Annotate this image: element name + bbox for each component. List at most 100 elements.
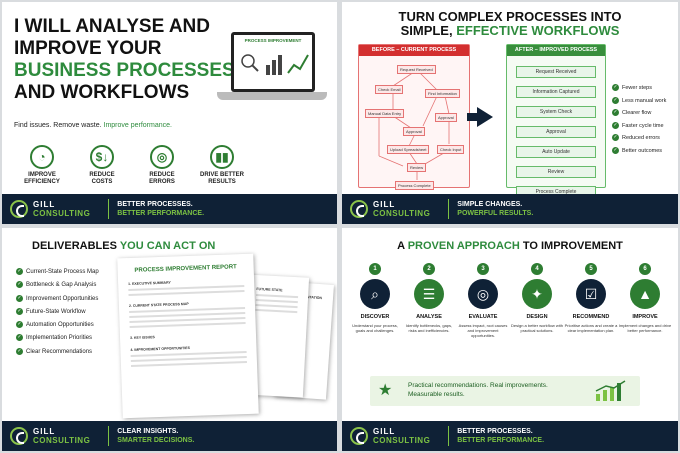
- approach-step: 3 ◎ EVALUATE Assess impact, root causes and…: [456, 263, 510, 338]
- step-title: RECOMMEND: [572, 314, 610, 320]
- step-number: 4: [531, 263, 543, 275]
- step-number: 6: [639, 263, 651, 275]
- approach-step: 1 ⌕ DISCOVER Understand your process, goals…: [348, 263, 402, 338]
- approach-step: 2 ☰ ANALYSE Identify bottlenecks, gaps, ris…: [402, 263, 456, 338]
- check-icon: ✓: [612, 96, 619, 104]
- step-number: 3: [477, 263, 489, 275]
- check-icon: ✓: [612, 109, 619, 117]
- approach-step: 4 ✦ DESIGN Design a better workflow with pr…: [510, 263, 564, 338]
- before-node: Manual Data Entry: [365, 109, 405, 118]
- step-title: EVALUATE: [468, 314, 498, 320]
- dollar-down-icon: $↓: [90, 145, 114, 169]
- hero-subtitle: Find issues. Remove waste. Improve perfo…: [14, 122, 172, 129]
- hero-panel: I WILL ANALYSE AND IMPROVE YOUR BUSINESS…: [2, 2, 337, 224]
- check-icon: ✓: [16, 307, 23, 315]
- report-document: PROCESS IMPROVEMENT REPORT 1. EXECUTIVE …: [117, 253, 259, 419]
- stopwatch-icon: ◔: [30, 145, 54, 169]
- growth-icon: ▲: [630, 279, 660, 309]
- step-number: 1: [369, 263, 381, 275]
- before-after-title: TURN COMPLEX PROCESSES INTO SIMPLE, EFFE…: [398, 9, 622, 38]
- before-node: Request Received: [397, 65, 436, 74]
- before-process-box: BEFORE – CURRENT PROCESS Request Receive…: [358, 44, 470, 190]
- step-title: DESIGN: [526, 314, 548, 320]
- check-icon: ✓: [612, 134, 619, 142]
- step-description: Design a better workflow with practical …: [510, 323, 564, 333]
- laptop-illustration: PROCESS IMPROVEMENT: [217, 32, 327, 122]
- approach-step: 6 ▲ IMPROVE Implement changes and drive bet…: [618, 263, 672, 338]
- check-icon: ✓: [612, 121, 619, 129]
- clipboard-icon: ☰: [414, 279, 444, 309]
- approach-step: 5 ☑ RECOMMEND Prioritise actions and create…: [564, 263, 618, 338]
- before-node: Find Information: [425, 89, 460, 98]
- check-icon: ✓: [16, 321, 23, 329]
- after-node: Approval: [516, 126, 596, 138]
- after-node: System Check: [516, 106, 596, 118]
- hero-headline: I WILL ANALYSE AND IMPROVE YOUR BUSINESS…: [14, 16, 235, 103]
- check-icon: ✓: [16, 281, 23, 289]
- before-node: Check Email: [375, 85, 404, 94]
- step-title: ANALYSE: [416, 314, 442, 320]
- before-node: Approval: [435, 113, 457, 122]
- check-icon: ✓: [612, 146, 619, 154]
- after-process-box: AFTER – IMPROVED PROCESS Request Receive…: [506, 44, 606, 198]
- bar-chart-icon: ▮▮: [210, 145, 234, 169]
- search-icon: ⌕: [360, 279, 390, 309]
- after-node: Review: [516, 166, 596, 178]
- step-number: 5: [585, 263, 597, 275]
- lightbulb-icon: ✦: [522, 279, 552, 309]
- approach-steps: 1 ⌕ DISCOVER Understand your process, goals…: [348, 263, 672, 338]
- target-icon: ◎: [150, 145, 174, 169]
- check-icon: ✓: [612, 84, 619, 92]
- gc-logo-icon: [350, 427, 368, 445]
- step-description: Understand your process, goals and chall…: [352, 323, 398, 333]
- gc-logo-icon: [350, 200, 368, 218]
- step-title: IMPROVE: [632, 314, 658, 320]
- arrow-right-icon: [467, 107, 493, 127]
- step-number: 2: [423, 263, 435, 275]
- gc-logo-icon: [10, 200, 28, 218]
- step-description: Prioritise actions and create a clear im…: [564, 323, 618, 333]
- check-icon: ✓: [16, 294, 23, 302]
- results-banner: ★ Practical recommendations. Real improv…: [370, 376, 640, 406]
- check-icon: ✓: [16, 267, 23, 275]
- before-connectors: [378, 69, 450, 180]
- deliverables-title: DELIVERABLES YOU CAN ACT ON: [32, 240, 216, 252]
- approach-panel: A PROVEN APPROACH TO IMPROVEMENT 1 ⌕ DISCO…: [342, 228, 678, 451]
- before-node: Upload Spreadsheet: [387, 145, 430, 154]
- step-title: DISCOVER: [360, 314, 390, 320]
- step-description: Identify bottlenecks, gaps, risks and in…: [405, 323, 453, 333]
- target-icon: ◎: [468, 279, 498, 309]
- benefits-list: ✓Fewer steps ✓Less manual work ✓Clearer …: [612, 84, 667, 154]
- laptop-screen-title: PROCESS IMPROVEMENT: [244, 38, 302, 43]
- chart-icon: [241, 54, 309, 75]
- approach-title: A PROVEN APPROACH TO IMPROVEMENT: [397, 240, 623, 252]
- checklist-icon: ☑: [576, 279, 606, 309]
- star-icon: ★: [378, 382, 393, 399]
- before-node: Process Complete: [395, 181, 434, 190]
- deliverables-panel: DELIVERABLES YOU CAN ACT ON ✓Current-Sta…: [2, 228, 337, 451]
- before-after-panel: TURN COMPLEX PROCESSES INTO SIMPLE, EFFE…: [342, 2, 678, 224]
- check-icon: ✓: [16, 347, 23, 355]
- gc-logo-icon: [10, 427, 28, 445]
- before-node: Check Input: [437, 145, 465, 154]
- growth-chart-icon: [595, 380, 626, 401]
- step-description: Assess impact, root causes and improveme…: [458, 323, 508, 338]
- step-description: Implement changes and drive better perfo…: [618, 323, 672, 333]
- after-node: Auto Update: [516, 146, 596, 158]
- deliverables-list: ✓Current-State Process Map ✓Bottleneck &…: [16, 267, 99, 355]
- after-node: Request Received: [516, 66, 596, 78]
- before-node: Approval: [403, 127, 425, 136]
- after-node: Information Captured: [516, 86, 596, 98]
- before-node: Review: [407, 163, 427, 172]
- check-icon: ✓: [16, 334, 23, 342]
